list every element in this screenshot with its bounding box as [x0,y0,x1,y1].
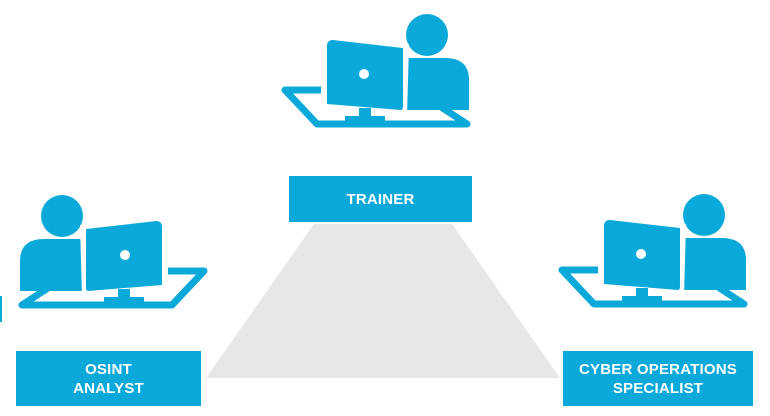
osint-analyst-label: OSINT ANALYST [73,360,144,397]
cyber-operations-specialist-label-box: CYBER OPERATIONS SPECIALIST [563,351,753,406]
trainer-icon [285,14,469,124]
trainer-label: TRAINER [346,190,415,208]
connector-trapezoid [206,224,560,378]
osint-analyst-label-box: OSINT ANALYST [16,351,201,406]
cyber-operations-specialist-icon [562,194,746,304]
trainer-label-box: TRAINER [289,176,472,222]
edge-mark [0,296,2,322]
osint-analyst-icon [20,195,204,305]
cyber-operations-specialist-label: CYBER OPERATIONS SPECIALIST [579,360,737,397]
